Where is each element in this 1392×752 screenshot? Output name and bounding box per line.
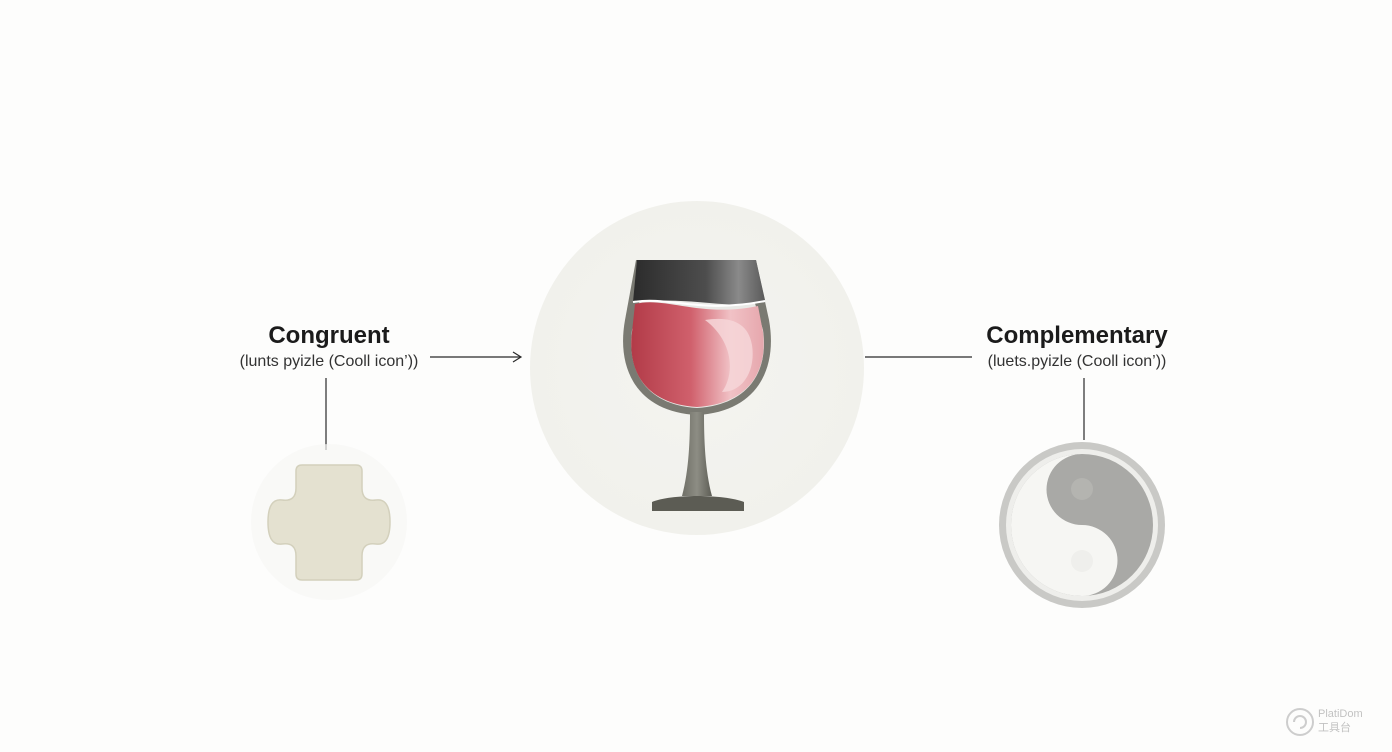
arrow-head-icon — [512, 351, 523, 363]
complementary-label: Complementary (luets.pyizle (Cooll icon’… — [972, 322, 1182, 372]
congruent-subtitle: (lunts pyizle (Cooll icon’)) — [239, 353, 419, 370]
congruent-title: Congruent — [268, 322, 390, 349]
complementary-subtitle: (luets.pyizle (Cooll icon’)) — [987, 353, 1167, 370]
puzzle-piece-icon — [251, 444, 407, 600]
watermark-line-2: 工具台 — [1318, 722, 1351, 734]
watermark-line-1: PlatiDom — [1318, 708, 1363, 720]
watermark: PlatiDom 工具台 — [1286, 706, 1382, 740]
watermark-logo-icon — [1286, 708, 1314, 736]
wine-glass-icon — [623, 260, 771, 511]
yin-yang-icon — [999, 442, 1165, 608]
complementary-title: Complementary — [986, 322, 1168, 349]
congruent-label: Congruent (lunts pyizle (Cooll icon’)) — [224, 322, 434, 372]
